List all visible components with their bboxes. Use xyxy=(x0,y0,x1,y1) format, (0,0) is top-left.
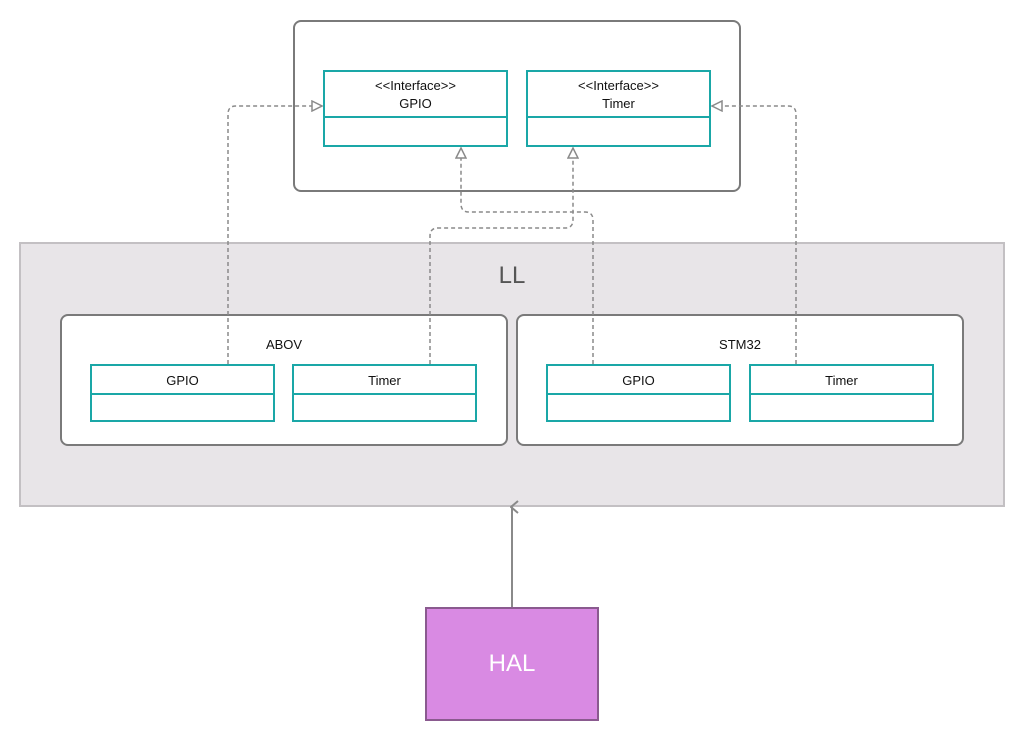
timer-interface-class[interactable]: <<Interface>> Timer xyxy=(526,70,711,147)
gpio-interface-stereotype: <<Interface>> xyxy=(375,78,456,93)
abov-gpio-name: GPIO xyxy=(166,373,199,388)
stm32-gpio-class[interactable]: GPIO xyxy=(546,364,731,422)
timer-interface-name: Timer xyxy=(602,96,635,111)
gpio-interface-class[interactable]: <<Interface>> GPIO xyxy=(323,70,508,147)
stm32-title: STM32 xyxy=(719,337,761,352)
stm32-timer-class[interactable]: Timer xyxy=(749,364,934,422)
hal-box[interactable]: HAL xyxy=(425,607,599,721)
abov-timer-class[interactable]: Timer xyxy=(292,364,477,422)
ll-title: LL xyxy=(498,262,526,289)
stm32-timer-name: Timer xyxy=(825,373,858,388)
abov-title: ABOV xyxy=(265,337,303,352)
abov-timer-name: Timer xyxy=(368,373,401,388)
stm32-gpio-name: GPIO xyxy=(622,373,655,388)
timer-interface-stereotype: <<Interface>> xyxy=(578,78,659,93)
gpio-interface-name: GPIO xyxy=(399,96,432,111)
abov-gpio-class[interactable]: GPIO xyxy=(90,364,275,422)
hal-label: HAL xyxy=(488,650,536,677)
